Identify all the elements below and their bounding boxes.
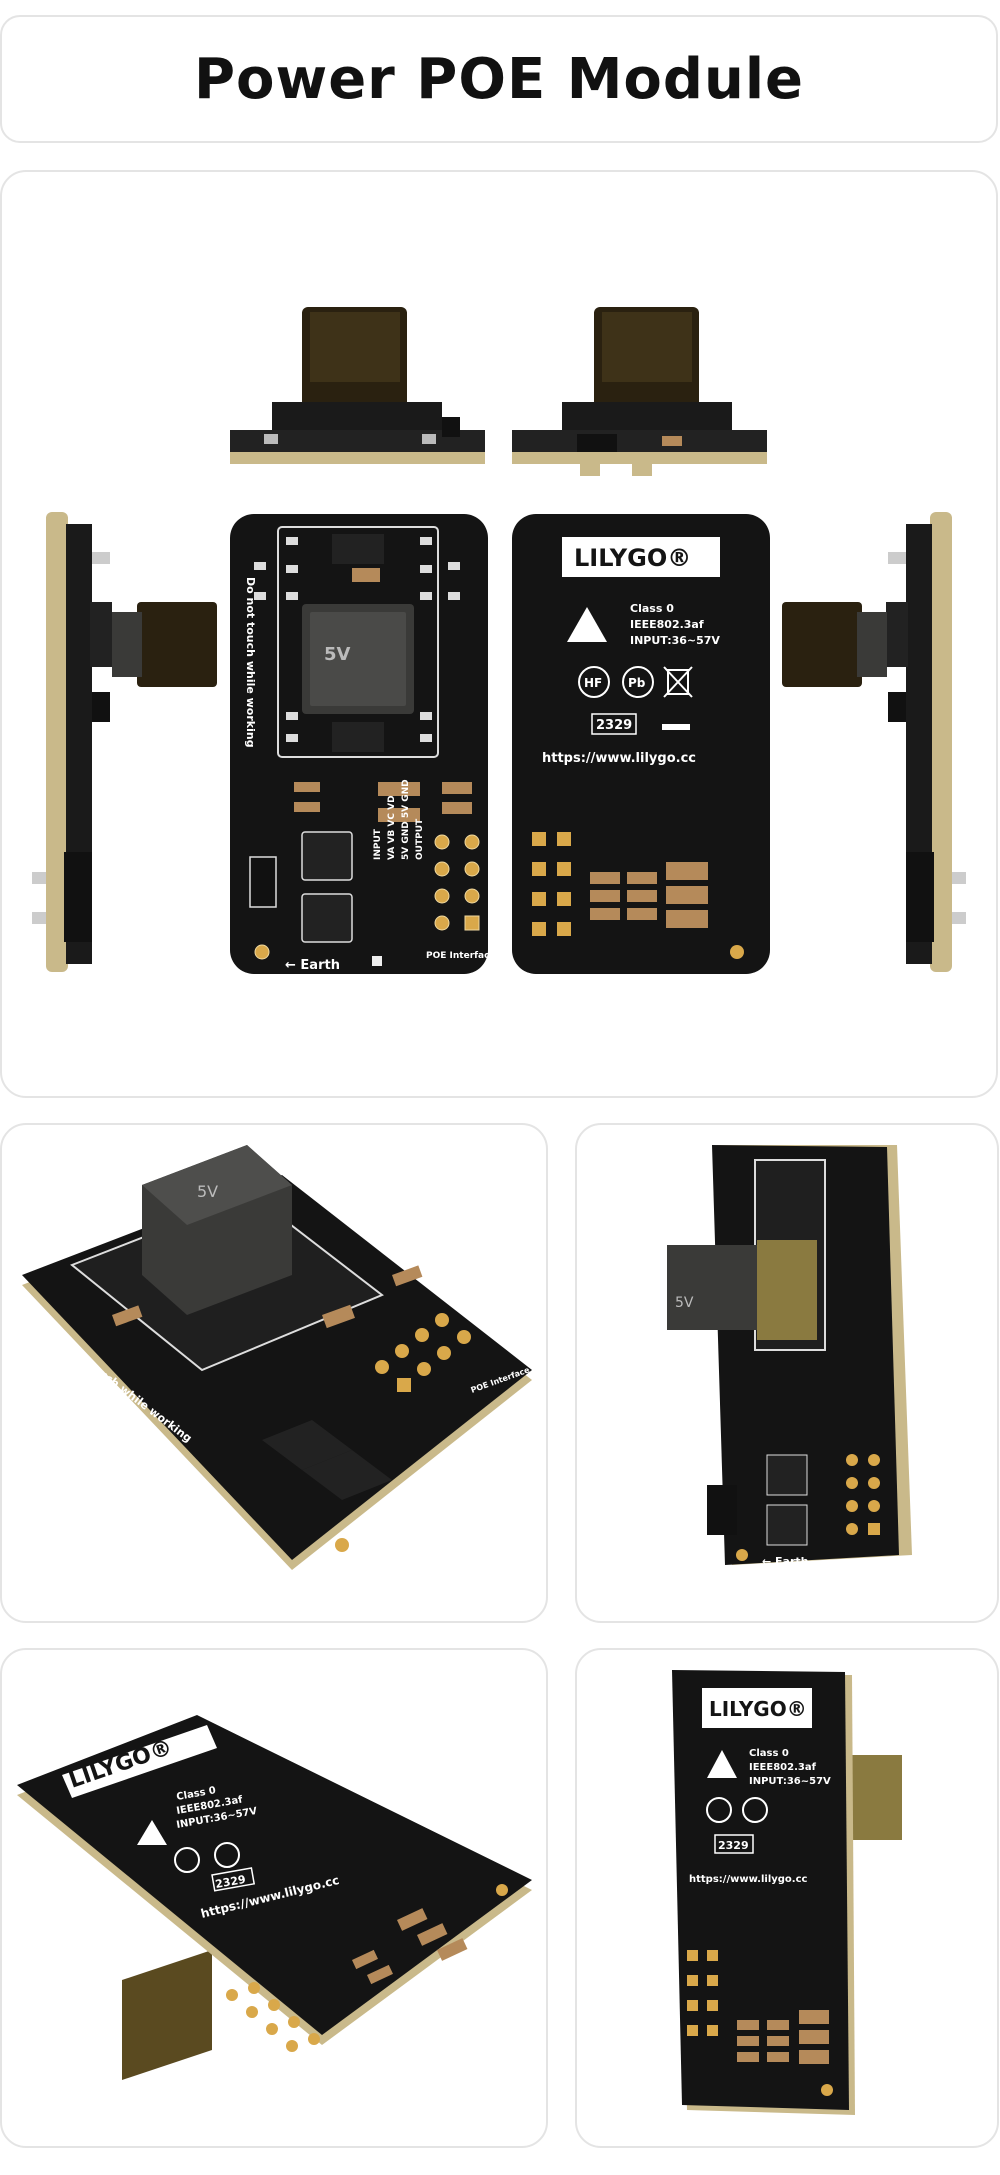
- input-labels: VA VB VC VD: [387, 795, 397, 860]
- page-title: Power POE Module: [193, 46, 805, 112]
- back-angled-hf-icon: [706, 1797, 732, 1823]
- website-url: https://www.lilygo.cc: [542, 751, 696, 766]
- input-voltage-label: INPUT:36~57V: [630, 634, 720, 647]
- iso-hf-icon: [174, 1847, 200, 1873]
- output-labels: 5V GND 5V GND: [401, 779, 411, 860]
- hf-icon: [578, 666, 610, 698]
- angled-poe-interface-label: POE Interface: [842, 1563, 904, 1572]
- angled-earth-label: ← Earth: [762, 1555, 809, 1568]
- back-angled-illustration: LILYGO® Class 0 IEEE802.3af INPUT:36~57V…: [672, 1670, 902, 2115]
- input-title: INPUT: [373, 828, 383, 860]
- iso-date-code: 2329: [214, 1873, 246, 1891]
- angled-side-illustration: 5V ← Earth POE Interface: [667, 1145, 912, 1572]
- date-code: 2329: [596, 718, 632, 733]
- back-angled-esd-icon: [707, 1750, 737, 1778]
- transformer-label: 5V: [324, 644, 351, 665]
- back-angled-card: LILYGO® Class 0 IEEE802.3af INPUT:36~57V…: [575, 1648, 999, 2148]
- esd-warning-icon: [567, 607, 607, 642]
- brand-logo: LILYGO®: [574, 544, 691, 572]
- iso-earth-label: ← Earth: [358, 1507, 410, 1538]
- pcb-back-view: LILYGO® Class 0 IEEE802.3af INPUT:36~57V…: [512, 514, 770, 974]
- poe-interface-label: POE Interface: [426, 951, 496, 961]
- back-angled-brand-logo: LILYGO®: [709, 1697, 807, 1721]
- iso-pb-icon: [214, 1842, 240, 1868]
- hf-label: HF: [584, 676, 602, 690]
- isometric-front-illustration: 5V Do not touch while working ← Earth PO…: [22, 1145, 532, 1570]
- lead-free-icon: [622, 666, 654, 698]
- iso-esd-icon: [137, 1820, 167, 1845]
- back-angled-pb-icon: [742, 1797, 768, 1823]
- front-warning-text: Do not touch while working: [244, 577, 257, 748]
- top-edge-view-right: [512, 307, 767, 476]
- back-angled-input-label: INPUT:36~57V: [749, 1776, 831, 1787]
- title-card: Power POE Module: [0, 15, 998, 143]
- side-edge-view-left: [32, 512, 217, 972]
- isometric-back-card: LILYGO® Class 0 IEEE802.3af INPUT:36~57V…: [0, 1648, 548, 2148]
- angled-side-card: 5V ← Earth POE Interface: [575, 1123, 999, 1623]
- standard-label: IEEE802.3af: [630, 618, 704, 631]
- side-edge-view-right: [782, 512, 966, 972]
- back-angled-website-url: https://www.lilygo.cc: [689, 1874, 808, 1885]
- class-label: Class 0: [630, 602, 674, 615]
- output-title: OUTPUT: [415, 818, 425, 860]
- pb-label: Pb: [628, 676, 646, 690]
- back-angled-standard-label: IEEE802.3af: [749, 1762, 817, 1773]
- isometric-front-card: 5V Do not touch while working ← Earth PO…: [0, 1123, 548, 1623]
- earth-label: ← Earth: [285, 958, 340, 973]
- angled-transformer-label: 5V: [675, 1295, 694, 1311]
- top-edge-view-left: [230, 307, 485, 464]
- back-angled-date-code: 2329: [718, 1839, 749, 1852]
- isometric-back-illustration: LILYGO® Class 0 IEEE802.3af INPUT:36~57V…: [17, 1715, 532, 2080]
- pcb-front-view: 5V: [230, 514, 496, 974]
- iso-transformer-label: 5V: [197, 1182, 218, 1201]
- back-angled-class-label: Class 0: [749, 1748, 789, 1759]
- overview-illustration: 5V: [32, 307, 966, 974]
- overview-card: 5V: [0, 170, 998, 1098]
- weee-bin-icon: [663, 666, 693, 698]
